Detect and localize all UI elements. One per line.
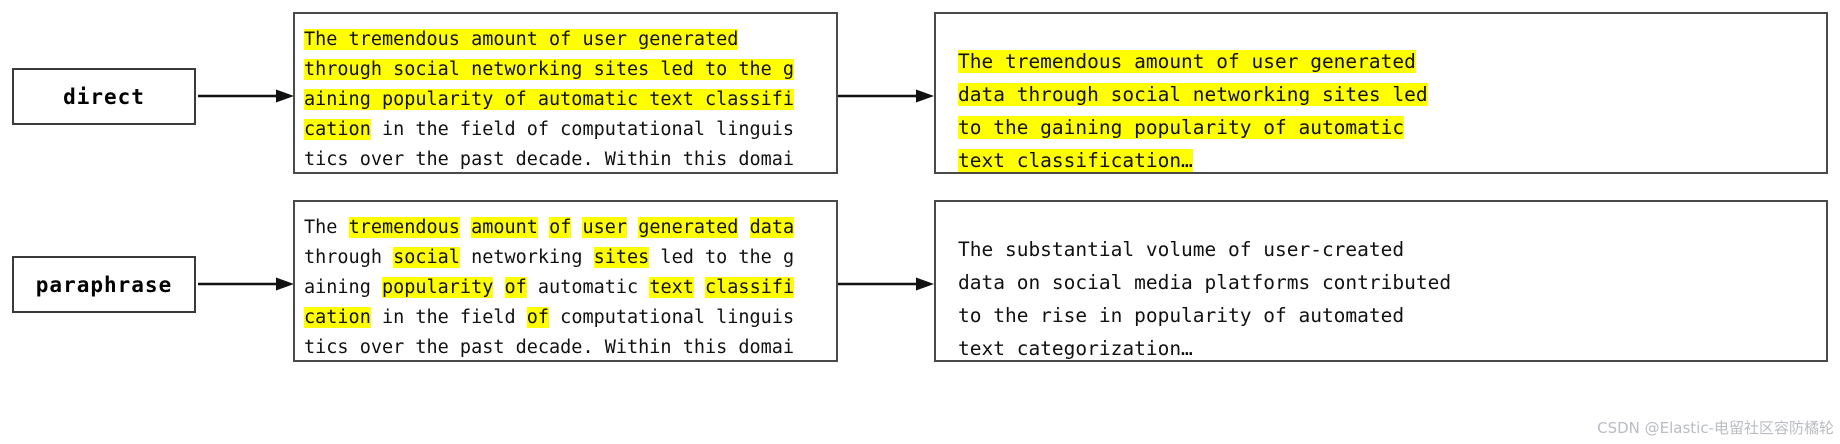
paraphrase-input-text: The tremendous amount of user generated … <box>304 213 795 360</box>
arrow-right-icon <box>838 277 934 291</box>
text-line: text classification… <box>958 144 1428 172</box>
direct-output-text: The tremendous amount of user generated d… <box>958 45 1428 172</box>
text-line: The tremendous amount of user generated … <box>304 213 795 243</box>
label-paraphrase-text: paraphrase <box>35 272 173 297</box>
text-line: The tremendous amount of user generated <box>304 25 794 55</box>
highlighted-span: social <box>393 247 460 268</box>
highlighted-span: text classification… <box>958 149 1193 172</box>
plain-span: led to the g <box>649 247 795 268</box>
highlighted-span: sites <box>593 247 650 268</box>
plain-span <box>493 277 504 298</box>
text-line: The tremendous amount of user generated <box>958 45 1428 78</box>
watermark: CSDN @Elastic-电留社区容防橘轮 <box>1597 419 1834 437</box>
highlighted-span: The tremendous amount of user generated <box>958 50 1416 73</box>
plain-span: in the field <box>370 307 527 328</box>
highlighted-span: of <box>504 277 527 298</box>
text-line: data on social media platforms contribut… <box>958 266 1451 299</box>
highlighted-span: classifi <box>705 277 795 298</box>
plain-span: through <box>304 247 394 268</box>
highlighted-span: to the gaining popularity of automatic <box>958 116 1405 139</box>
plain-span: text categorization… <box>958 337 1193 360</box>
highlighted-span: aining popularity of automatic text clas… <box>304 89 795 110</box>
plain-span: automatic <box>526 277 650 298</box>
highlighted-span: tremendous <box>348 217 460 238</box>
arrow-right-icon <box>198 277 294 291</box>
paraphrase-input-panel: The tremendous amount of user generated … <box>293 200 838 362</box>
text-line: The substantial volume of user-created <box>958 233 1451 266</box>
plain-span: tics over the past decade. Within this d… <box>304 337 795 358</box>
label-box-direct: direct <box>12 68 196 125</box>
paraphrase-output-text: The substantial volume of user-created da… <box>958 233 1451 360</box>
highlighted-span: popularity <box>381 277 494 298</box>
plain-span: The substantial volume of user-created <box>958 238 1405 261</box>
direct-input-panel: The tremendous amount of user generated t… <box>293 12 838 174</box>
highlighted-span: user <box>582 217 628 238</box>
plain-span: computational linguis <box>549 307 795 328</box>
highlighted-span: text <box>649 277 694 298</box>
highlighted-span: through social networking sites led to t… <box>304 59 795 80</box>
text-line: data through social networking sites led <box>958 78 1428 111</box>
plain-span <box>538 217 549 238</box>
text-line: tics over the past decade. Within this d… <box>304 333 795 360</box>
plain-span: The <box>304 217 349 238</box>
plain-span: to the rise in popularity of automated <box>958 304 1405 327</box>
plain-span <box>460 217 471 238</box>
highlighted-span: generated <box>638 217 739 238</box>
highlighted-span: data <box>749 217 795 238</box>
highlighted-span: of <box>526 307 550 328</box>
highlighted-span: The tremendous amount of user generated <box>304 29 739 50</box>
arrow-right-icon <box>198 89 294 103</box>
label-box-paraphrase: paraphrase <box>12 256 196 313</box>
label-direct-text: direct <box>63 84 145 109</box>
highlighted-span: cation <box>304 119 371 140</box>
plain-span: tics over the past decade. Within this d… <box>304 149 795 170</box>
arrow-right-icon <box>838 89 934 103</box>
plain-span <box>694 277 705 298</box>
text-line: to the rise in popularity of automated <box>958 299 1451 332</box>
text-line: through social networking sites led to t… <box>304 55 795 85</box>
plain-span <box>738 217 749 238</box>
highlighted-span: amount <box>471 217 538 238</box>
plain-span: networking <box>459 247 594 268</box>
text-line: tics over the past decade. Within this d… <box>304 145 795 172</box>
direct-input-text: The tremendous amount of user generated t… <box>304 25 795 172</box>
highlighted-span: cation <box>304 307 371 328</box>
text-line: cation in the field of computational lin… <box>304 303 794 333</box>
text-line: cation in the field of computational lin… <box>304 115 794 145</box>
plain-span: in the field of computational linguis <box>370 119 795 140</box>
text-line: aining popularity of automatic text clas… <box>304 85 795 115</box>
plain-span <box>627 217 638 238</box>
plain-span: aining <box>304 277 382 298</box>
plain-span: data on social media platforms contribut… <box>958 271 1452 294</box>
text-line: text categorization… <box>958 332 1451 360</box>
text-line: aining popularity of automatic text clas… <box>304 273 795 303</box>
plain-span <box>571 217 582 238</box>
text-line: to the gaining popularity of automatic <box>958 111 1428 144</box>
direct-output-panel: The tremendous amount of user generated d… <box>934 12 1828 174</box>
highlighted-span: of <box>549 217 572 238</box>
highlighted-span: data through social networking sites led <box>958 83 1428 106</box>
paraphrase-output-panel: The substantial volume of user-created da… <box>934 200 1828 362</box>
text-line: through social networking sites led to t… <box>304 243 794 273</box>
